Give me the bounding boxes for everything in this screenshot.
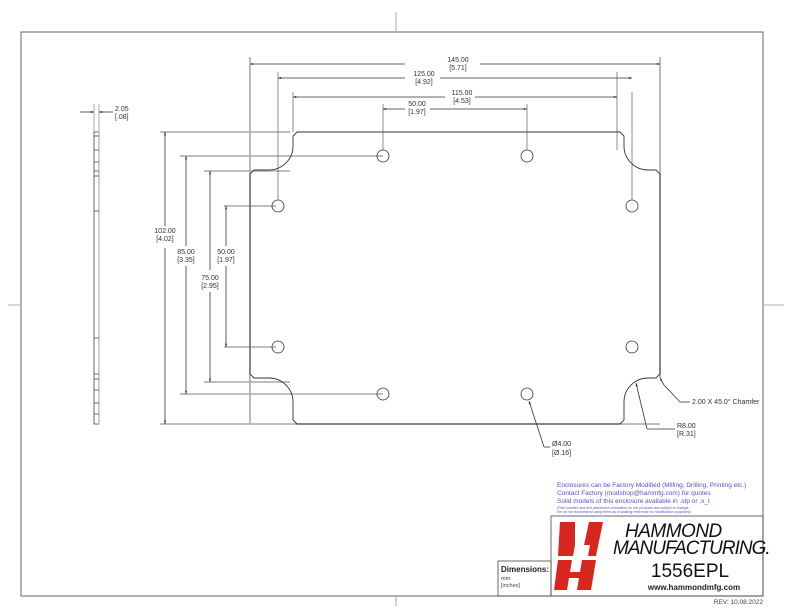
thickness-dim-value: 2.05 bbox=[115, 106, 129, 113]
dim-125-value: 125.00 bbox=[413, 71, 435, 78]
dim-145-value: 145.00 bbox=[447, 57, 469, 64]
hole-callout-inch: [Ø.16] bbox=[552, 450, 571, 457]
dim-75-value: 75.00 bbox=[201, 275, 219, 282]
note-line-1: Enclosures can be Factory Modified (Mill… bbox=[557, 482, 746, 489]
dim-50-v-value: 50.00 bbox=[217, 249, 235, 256]
dim-75-inch: [2.95] bbox=[201, 283, 219, 290]
radius-callout-inch: [R.31] bbox=[677, 431, 696, 438]
note-line-4: (Part number and text placement orientat… bbox=[557, 506, 689, 510]
hammond-logo bbox=[554, 522, 603, 590]
dim-85-value: 85.00 bbox=[177, 249, 195, 256]
dim-115-value: 115.00 bbox=[452, 90, 473, 97]
dim-125-inch: [4.92] bbox=[415, 79, 433, 86]
part-number: 1556EPL bbox=[651, 561, 729, 582]
unit-inches: [inches] bbox=[501, 583, 520, 589]
hole-callout-value: Ø4.00 bbox=[552, 441, 571, 448]
modification-notes: Enclosures can be Factory Modified (Mill… bbox=[557, 482, 746, 514]
sheet-frame bbox=[8, 12, 784, 606]
mounting-holes bbox=[271, 149, 639, 401]
revision-label: REV: 10.08.2022 bbox=[714, 599, 764, 606]
top-dimensions: 145.00 [5.71] 125.00 [4.92] 115.00 [4.53… bbox=[250, 57, 660, 116]
website-link: www.hammondmfg.com bbox=[647, 583, 740, 592]
hole-extension-lines bbox=[277, 72, 633, 200]
left-dimensions: 102.00 [4.02] 85.00 [3.35] 75.00 [2.95] … bbox=[154, 132, 235, 424]
dim-102-inch: [4.02] bbox=[156, 236, 174, 243]
dim-145-inch: [5.71] bbox=[449, 65, 467, 72]
chamfer-callout: 2.00 X 45.0° Chamfer bbox=[692, 398, 760, 406]
dim-50-v-inch: [1.97] bbox=[217, 257, 235, 264]
dim-115-inch: [4.53] bbox=[453, 98, 471, 105]
dim-50-h-value: 50.00 bbox=[408, 101, 426, 108]
title-block: Dimensions: mm [inches] HAMMOND MANUFACT… bbox=[497, 515, 771, 597]
note-line-3: Solid models of this enclosure available… bbox=[557, 498, 710, 505]
unit-mm: mm bbox=[501, 576, 511, 582]
callouts: 2.00 X 45.0° Chamfer R8.00 [R.31] Ø4.00 … bbox=[528, 377, 760, 457]
plate-outline bbox=[249, 131, 661, 425]
company-name-line1: HAMMOND bbox=[625, 521, 723, 542]
side-profile-view: 2.05 [.08] bbox=[80, 104, 129, 425]
company-name-line2: MANUFACTURING. bbox=[613, 538, 770, 559]
note-line-5: we do not recommend using them as a loca… bbox=[557, 510, 691, 514]
radius-callout-value: R8.00 bbox=[677, 423, 696, 430]
thickness-dim-inch: [.08] bbox=[115, 114, 129, 121]
note-line-2: Contact Factory (modshop@hammfg.com) for… bbox=[557, 490, 711, 497]
dim-50-h-inch: [1.97] bbox=[408, 109, 426, 116]
dim-102-value: 102.00 bbox=[154, 228, 176, 235]
dimensions-label: Dimensions: bbox=[501, 565, 549, 574]
dim-85-inch: [3.35] bbox=[177, 257, 195, 264]
